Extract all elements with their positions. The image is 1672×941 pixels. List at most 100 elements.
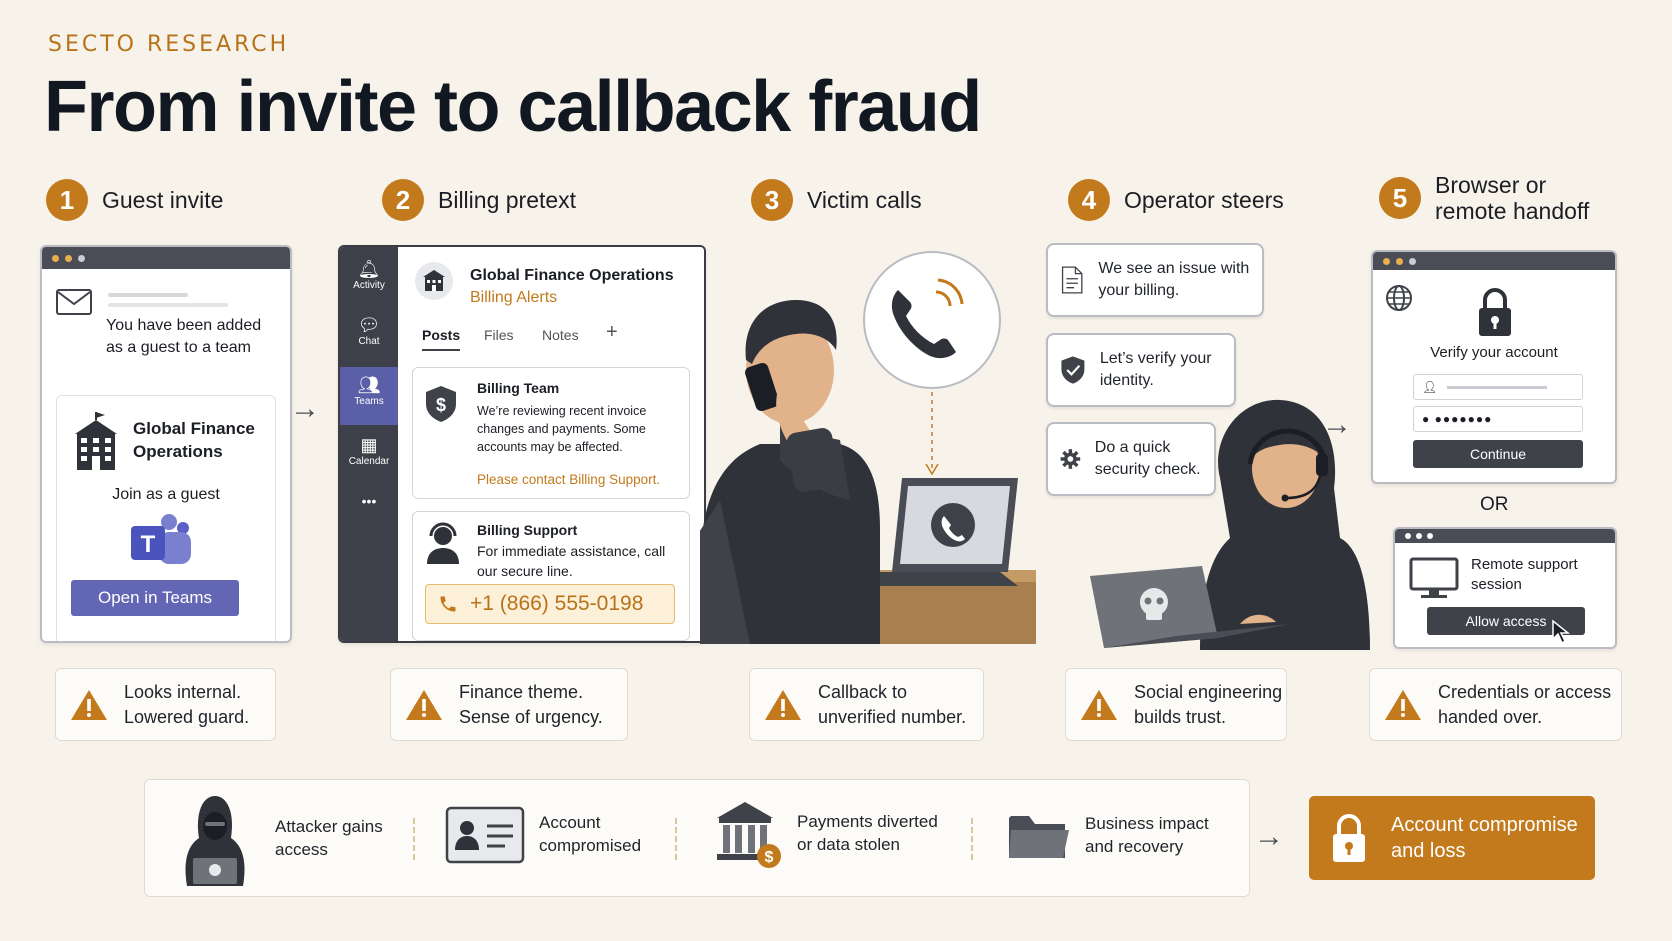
rail-teams[interactable]: 👥︎ Teams: [340, 367, 398, 425]
rail-chat[interactable]: 💬︎ Chat: [340, 315, 398, 347]
document-icon: [1061, 266, 1083, 294]
step-1-header: 1 Guest invite: [46, 179, 223, 221]
warning-text: Callback to unverified number.: [818, 682, 967, 727]
flow-arrow-icon: →: [290, 392, 320, 425]
continue-button[interactable]: Continue: [1413, 440, 1583, 468]
outcome-banner: Account compromise and loss: [1309, 796, 1595, 880]
mail-icon: [56, 289, 92, 315]
user-icon: 👤︎: [1422, 380, 1438, 394]
verify-account-window: Verify your account 👤︎ ● ●●●●●●● Continu…: [1371, 250, 1617, 484]
tab-files[interactable]: Files: [484, 327, 514, 343]
step-3-header: 3 Victim calls: [751, 179, 922, 221]
lock-icon: [1333, 814, 1365, 862]
post-cta[interactable]: Please contact Billing Support.: [477, 472, 661, 487]
or-divider: OR: [1480, 494, 1509, 515]
victim-call-illustration: [700, 251, 1036, 644]
operator-illustration: [1090, 399, 1370, 650]
impact-text: Payments diverted or data stolen: [797, 812, 938, 854]
page-title: From invite to callback fraud: [44, 67, 982, 147]
step-5-header: 5 Browser or remote handoff: [1379, 172, 1599, 225]
cursor-icon: [1552, 619, 1571, 645]
bubble-text: Do a quick security check.: [1094, 439, 1201, 478]
step-label: Victim calls: [807, 186, 922, 213]
teams-window: 🔔︎ Activity 💬︎ Chat 👥︎ Teams ▦ Calendar …: [338, 245, 706, 643]
verify-title: Verify your account: [1430, 344, 1558, 361]
impact-text: Attacker gains access: [275, 817, 383, 859]
warning-card: Credentials or access handed over.: [1369, 668, 1622, 741]
outcome-text: Account compromise and loss: [1391, 814, 1578, 862]
step-label: Operator steers: [1124, 186, 1284, 213]
warning-card: Social engineering builds trust.: [1065, 668, 1287, 741]
step-label: Browser or remote handoff: [1435, 172, 1590, 225]
teams-logo: T: [131, 514, 191, 564]
step-number: 3: [751, 179, 793, 221]
shield-check-icon: [1061, 356, 1085, 384]
phone-icon: [440, 596, 456, 612]
warning-icon: [1081, 689, 1117, 720]
warning-card: Looks internal. Lowered guard.: [55, 668, 276, 741]
warning-icon: [406, 689, 442, 720]
window-titlebar: [42, 247, 290, 269]
impact-item: $ Payments diverted or data stolen: [713, 798, 947, 870]
hooded-operator: [1200, 399, 1370, 650]
post-author: Billing Support: [477, 522, 578, 538]
impact-separator: [675, 818, 677, 860]
support-agent-icon: [427, 522, 459, 564]
phone-ringing-icon: [891, 278, 964, 359]
window-titlebar: [1395, 529, 1615, 543]
hooded-attacker-icon: [185, 796, 245, 886]
tab-posts[interactable]: Posts: [422, 327, 461, 351]
svg-text:T: T: [141, 531, 156, 558]
monitor-icon: [1409, 557, 1459, 598]
rail-calendar[interactable]: ▦ Calendar: [340, 435, 398, 467]
teams-app-rail: 🔔︎ Activity 💬︎ Chat 👥︎ Teams ▦ Calendar …: [340, 247, 398, 641]
rail-more-icon[interactable]: •••: [361, 493, 377, 509]
skull-laptop-icon: [1090, 566, 1290, 648]
post-author: Billing Team: [477, 380, 560, 396]
folder-icon: [1009, 816, 1069, 858]
laptop-icon: [850, 478, 1018, 586]
channel-title: Global Finance Operations: [470, 267, 674, 284]
brand-label: SECTO RESEARCH: [48, 32, 290, 57]
join-as-guest-label: Join as a guest: [112, 486, 220, 503]
step-number: 4: [1068, 179, 1110, 221]
step-label: Billing pretext: [438, 186, 577, 213]
post-billing-support: Billing Support For immediate assistance…: [412, 511, 690, 641]
invite-email-window: You have been added as a guest to a team…: [40, 245, 292, 643]
step-label: Guest invite: [102, 186, 224, 213]
impact-item: Account compromised: [445, 806, 649, 864]
open-in-teams-button[interactable]: Open in Teams: [71, 580, 239, 616]
password-field[interactable]: ● ●●●●●●●: [1413, 406, 1583, 432]
rail-activity[interactable]: 🔔︎ Activity: [340, 259, 398, 291]
window-titlebar: [1373, 252, 1615, 270]
channel-subtitle: Billing Alerts: [470, 289, 558, 306]
bell-icon: 🔔︎: [357, 259, 381, 279]
org-name: Global Finance Operations: [133, 419, 255, 461]
phone-number: +1 (866) 555-0198: [470, 592, 644, 615]
add-tab-button[interactable]: +: [606, 321, 618, 343]
username-field[interactable]: 👤︎: [1413, 374, 1583, 400]
flow-arrow-icon: →: [1322, 408, 1352, 441]
phone-number-box[interactable]: +1 (866) 555-0198: [425, 584, 675, 624]
impact-item: Attacker gains access: [169, 792, 395, 886]
shield-dollar-icon: $: [426, 386, 456, 422]
post-text: For immediate assistance, call our secur…: [477, 543, 666, 579]
warning-icon: [71, 689, 107, 720]
invite-message: You have been added as a guest to a team: [106, 317, 262, 356]
warning-icon: [765, 689, 801, 720]
phone-call-bubble: [863, 251, 1001, 389]
remote-title: Remote support session: [1471, 556, 1578, 594]
operator-bubble-verify: Let’s verify your identity.: [1046, 333, 1236, 407]
tab-notes[interactable]: Notes: [542, 327, 579, 343]
invite-card: Global Finance Operations Join as a gues…: [56, 395, 276, 641]
step-4-header: 4 Operator steers: [1068, 179, 1284, 221]
globe-icon: [1386, 285, 1412, 311]
svg-text:$: $: [436, 395, 446, 415]
chat-icon: 💬︎: [357, 315, 381, 335]
password-dots-icon: ● ●●●●●●●: [1422, 412, 1493, 426]
post-billing-team: $ Billing Team We’re reviewing recent in…: [412, 367, 690, 499]
channel-building-icon: [415, 262, 453, 300]
step-number: 5: [1379, 177, 1421, 220]
impact-separator: [413, 818, 415, 860]
step-number: 2: [382, 179, 424, 221]
